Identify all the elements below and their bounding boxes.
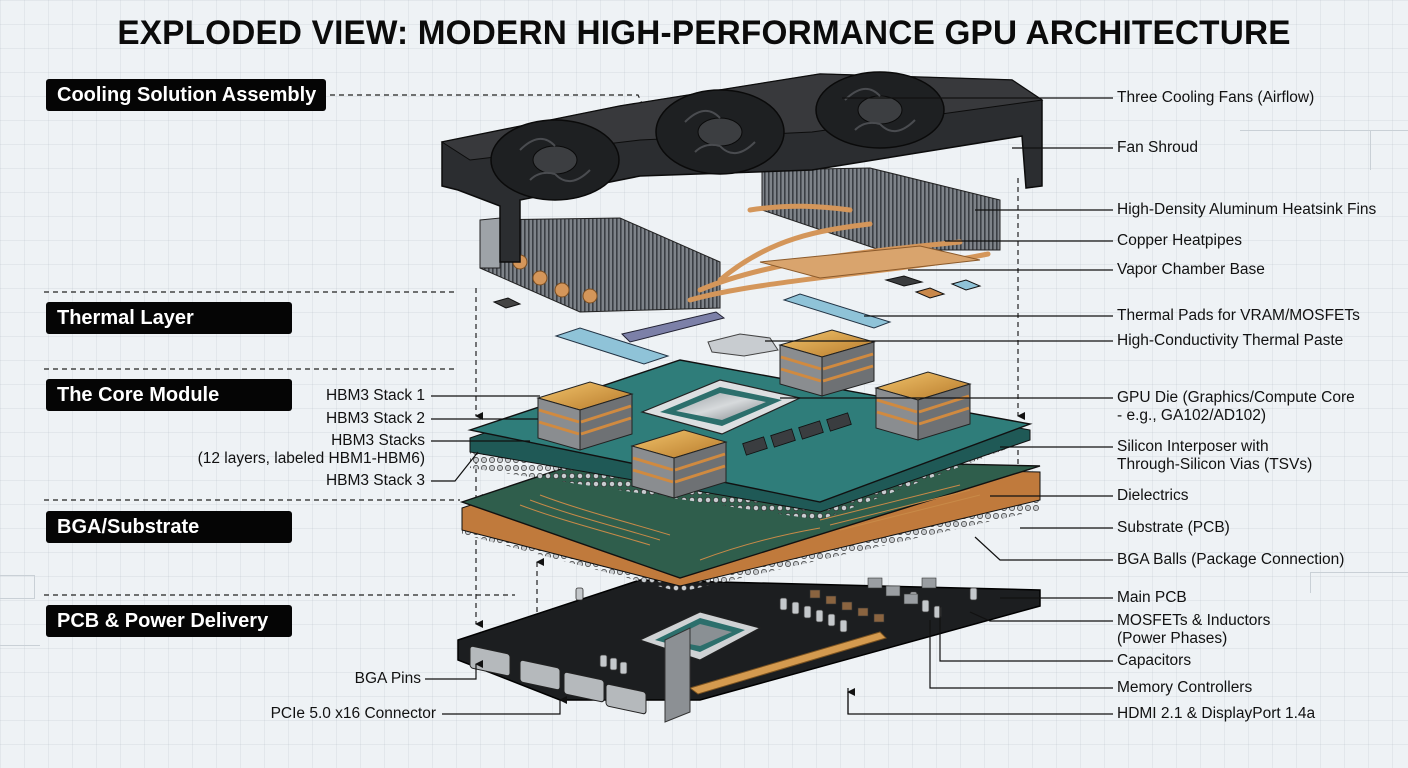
memory-chips — [742, 412, 852, 456]
label-text: HBM3 Stacks — [331, 432, 425, 449]
label-hbm3-stack-3: HBM3 Stack 3 — [326, 472, 425, 490]
label-gpu-die: GPU Die (Graphics/Compute Core - e.g., G… — [1117, 389, 1355, 425]
label-substrate: Substrate (PCB) — [1117, 519, 1230, 537]
label-hbm3-stack-1: HBM3 Stack 1 — [326, 387, 425, 405]
main-pcb — [457, 577, 1041, 723]
label-bga-balls: BGA Balls (Package Connection) — [1117, 551, 1344, 569]
thermal-paste — [707, 333, 779, 357]
label-text: HBM3 Stack 3 — [325, 472, 425, 489]
leader-capacitors — [939, 606, 1113, 662]
label-capacitors: Capacitors — [1117, 652, 1191, 670]
section-cooling-solution-assembly: Cooling Solution Assembly — [46, 79, 326, 111]
label-display-outputs: HDMI 2.1 & DisplayPort 1.4a — [1117, 705, 1315, 723]
label-text: HBM3 Stack 1 — [325, 387, 425, 404]
decorative-line — [1310, 572, 1408, 593]
label-mosfets-inductors: MOSFETs & Inductors (Power Phases) — [1117, 612, 1270, 648]
section-separators — [44, 94, 647, 596]
label-text: Thermal Pads for VRAM/MOSFETs — [1117, 307, 1360, 324]
decorative-line — [0, 575, 35, 599]
leader-cooling-assembly — [330, 94, 647, 113]
io-bracket — [664, 627, 691, 723]
label-copper-heatpipes: Copper Heatpipes — [1117, 232, 1242, 250]
label-hbm3-stack-2: HBM3 Stack 2 — [326, 410, 425, 428]
label-text: HDMI 2.1 & DisplayPort 1.4a — [1117, 705, 1316, 722]
label-text: Three Cooling Fans (Airflow) — [1117, 89, 1315, 106]
label-text: Dielectrics — [1117, 487, 1189, 504]
label-main-pcb: Main PCB — [1117, 589, 1187, 607]
thermal-pad — [554, 327, 670, 365]
pcie-gold-fingers — [688, 631, 887, 695]
mosfets-inductors — [809, 589, 885, 623]
label-bga-pins: BGA Pins — [355, 670, 421, 688]
diagram-title: EXPLODED VIEW: MODERN HIGH-PERFORMANCE G… — [117, 14, 1291, 52]
label-text: PCIe 5.0 x16 Connector — [270, 705, 436, 722]
label-text: Capacitors — [1117, 652, 1192, 669]
decorative-line — [1240, 130, 1408, 131]
label-text: - e.g., GA102/AD102) — [1117, 407, 1267, 424]
label-text: Memory Controllers — [1117, 679, 1253, 696]
label-hbm3-stacks: HBM3 Stacks (12 layers, labeled HBM1-HBM… — [198, 432, 425, 468]
label-pcie-connector: PCIe 5.0 x16 Connector — [271, 705, 436, 723]
hbm3-stack-1 — [536, 381, 634, 451]
label-text: Fan Shroud — [1117, 139, 1198, 156]
section-pcb-power-delivery: PCB & Power Delivery — [46, 605, 292, 637]
hbm3-stack-2 — [630, 429, 728, 499]
leader-mosfets-inductors — [969, 611, 1113, 622]
label-memory-controllers: Memory Controllers — [1117, 679, 1252, 697]
label-text: Main PCB — [1117, 589, 1187, 606]
leader-memory-controllers — [929, 620, 1113, 689]
left-leaders — [425, 395, 855, 715]
vapor-chamber — [759, 245, 981, 279]
label-text: BGA Balls (Package Connection) — [1117, 551, 1345, 568]
hbm3-stack-3 — [778, 329, 876, 397]
label-text: HBM3 Stack 2 — [325, 410, 425, 427]
capacitors — [575, 587, 978, 675]
label-fan-shroud: Fan Shroud — [1117, 139, 1198, 157]
label-text: Copper Heatpipes — [1117, 232, 1242, 249]
leader-display-outputs — [847, 688, 1113, 715]
label-heatsink-fins: High-Density Aluminum Heatsink Fins — [1117, 201, 1376, 219]
label-text: MOSFETs & Inductors — [1117, 612, 1271, 629]
thermal-layer — [492, 275, 982, 365]
label-thermal-paste: High-Conductivity Thermal Paste — [1117, 332, 1343, 350]
label-thermal-pads: Thermal Pads for VRAM/MOSFETs — [1117, 307, 1360, 325]
label-text: Substrate (PCB) — [1117, 519, 1230, 536]
label-three-cooling-fans: Three Cooling Fans (Airflow) — [1117, 89, 1314, 107]
section-bga-substrate: BGA/Substrate — [46, 511, 292, 543]
label-silicon-interposer: Silicon Interposer with Through-Silicon … — [1117, 438, 1312, 474]
hbm3-stacks — [536, 329, 972, 499]
label-text: High-Density Aluminum Heatsink Fins — [1117, 201, 1377, 218]
gpu-die — [676, 393, 766, 420]
label-text: Through-Silicon Vias (TSVs) — [1117, 456, 1313, 473]
thermal-pad — [782, 293, 892, 329]
thermal-pad — [621, 311, 726, 343]
fan-shroud — [440, 71, 1044, 263]
decorative-line — [0, 645, 40, 646]
leader-hbm3-stack-3 — [431, 451, 479, 482]
leader-bga-balls — [974, 536, 1113, 561]
substrate-traces — [519, 484, 981, 561]
label-text: High-Conductivity Thermal Paste — [1117, 332, 1344, 349]
label-text: Vapor Chamber Base — [1117, 261, 1265, 278]
label-text: Silicon Interposer with — [1117, 438, 1269, 455]
display-ports — [469, 645, 647, 715]
leader-pcie-connector — [442, 696, 567, 715]
section-thermal-layer: Thermal Layer — [46, 302, 292, 334]
section-core-module: The Core Module — [46, 379, 292, 411]
heatsink-assembly — [479, 167, 1001, 313]
leader-bga-pins — [425, 660, 483, 680]
label-text: GPU Die (Graphics/Compute Core — [1117, 389, 1355, 406]
decorative-line — [1370, 130, 1371, 170]
label-text: BGA Pins — [354, 670, 421, 687]
label-text: (Power Phases) — [1117, 630, 1228, 647]
label-dielectrics: Dielectrics — [1117, 487, 1188, 505]
label-vapor-chamber: Vapor Chamber Base — [1117, 261, 1265, 279]
label-text: (12 layers, labeled HBM1-HBM6) — [197, 450, 425, 467]
